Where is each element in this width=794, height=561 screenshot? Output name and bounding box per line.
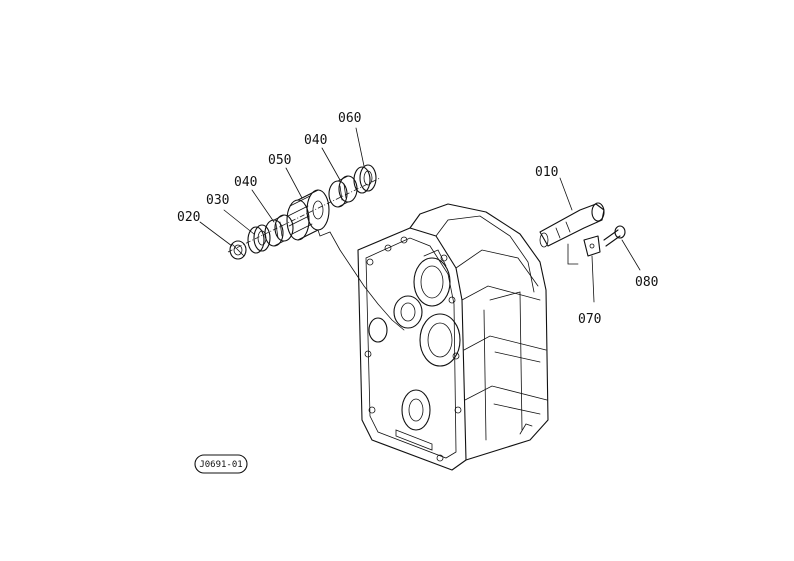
gear-050 (286, 189, 405, 331)
bolt-080 (603, 225, 626, 247)
leader-lines (199, 127, 641, 303)
transmission-housing (357, 203, 549, 471)
lock-plate-070 (583, 235, 601, 257)
label-050: 050 (268, 153, 291, 168)
shift-shaft-010 (539, 202, 605, 248)
label-040-a: 040 (234, 175, 257, 190)
label-070: 070 (578, 312, 601, 327)
collar-030 (247, 224, 271, 254)
collar-060 (353, 164, 377, 194)
label-030: 030 (206, 193, 229, 208)
label-020: 020 (177, 210, 200, 225)
reference-code: J0691-01 (199, 460, 242, 470)
label-040-b: 040 (304, 133, 327, 148)
reference-code-badge: J0691-01 (194, 454, 248, 474)
nut-020 (229, 240, 247, 260)
needle-bearing-040-a (264, 214, 294, 247)
shaft-components (227, 164, 405, 331)
label-010: 010 (535, 165, 558, 180)
shaft-guide-line (567, 243, 579, 265)
label-080: 080 (635, 275, 658, 290)
label-060: 060 (338, 111, 361, 126)
needle-bearing-040-b (328, 175, 358, 208)
